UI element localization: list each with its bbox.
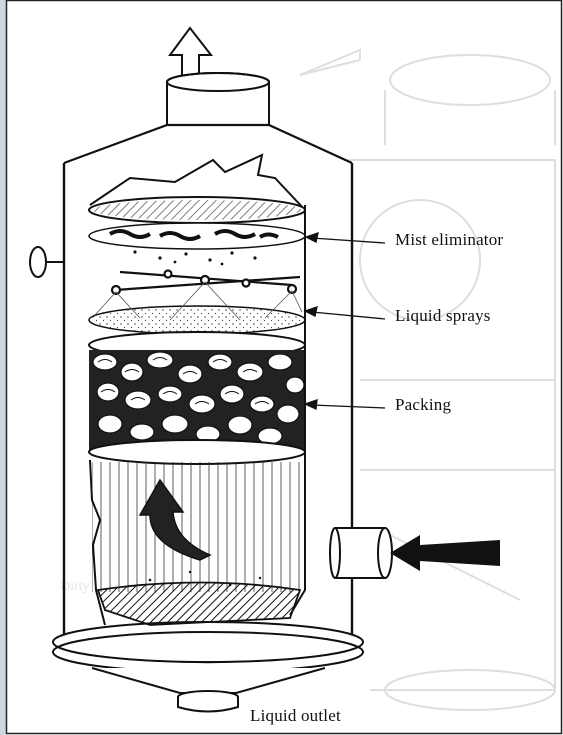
liquid-outlet-label: Liquid outlet <box>250 706 341 726</box>
vessel-bottom-ring <box>53 622 363 672</box>
packing-support-bottom <box>89 440 305 464</box>
side-gauge <box>30 247 64 277</box>
packing-label: Packing <box>395 395 451 415</box>
cutaway-interior <box>89 155 305 625</box>
gas-inlet-arrow <box>390 535 500 571</box>
left-edge-strip <box>0 0 6 735</box>
mist-eliminator-label: Mist eliminator <box>395 230 503 250</box>
top-outlet-duct <box>167 73 269 125</box>
gas-inlet-pipe <box>330 528 392 578</box>
vessel-top-cone <box>64 125 352 163</box>
bottom-hopper <box>92 668 325 712</box>
packing-bed <box>89 350 305 450</box>
leader-lines <box>305 233 385 409</box>
lower-chamber <box>92 462 302 592</box>
liquid-sprays-label: Liquid sprays <box>395 306 491 326</box>
